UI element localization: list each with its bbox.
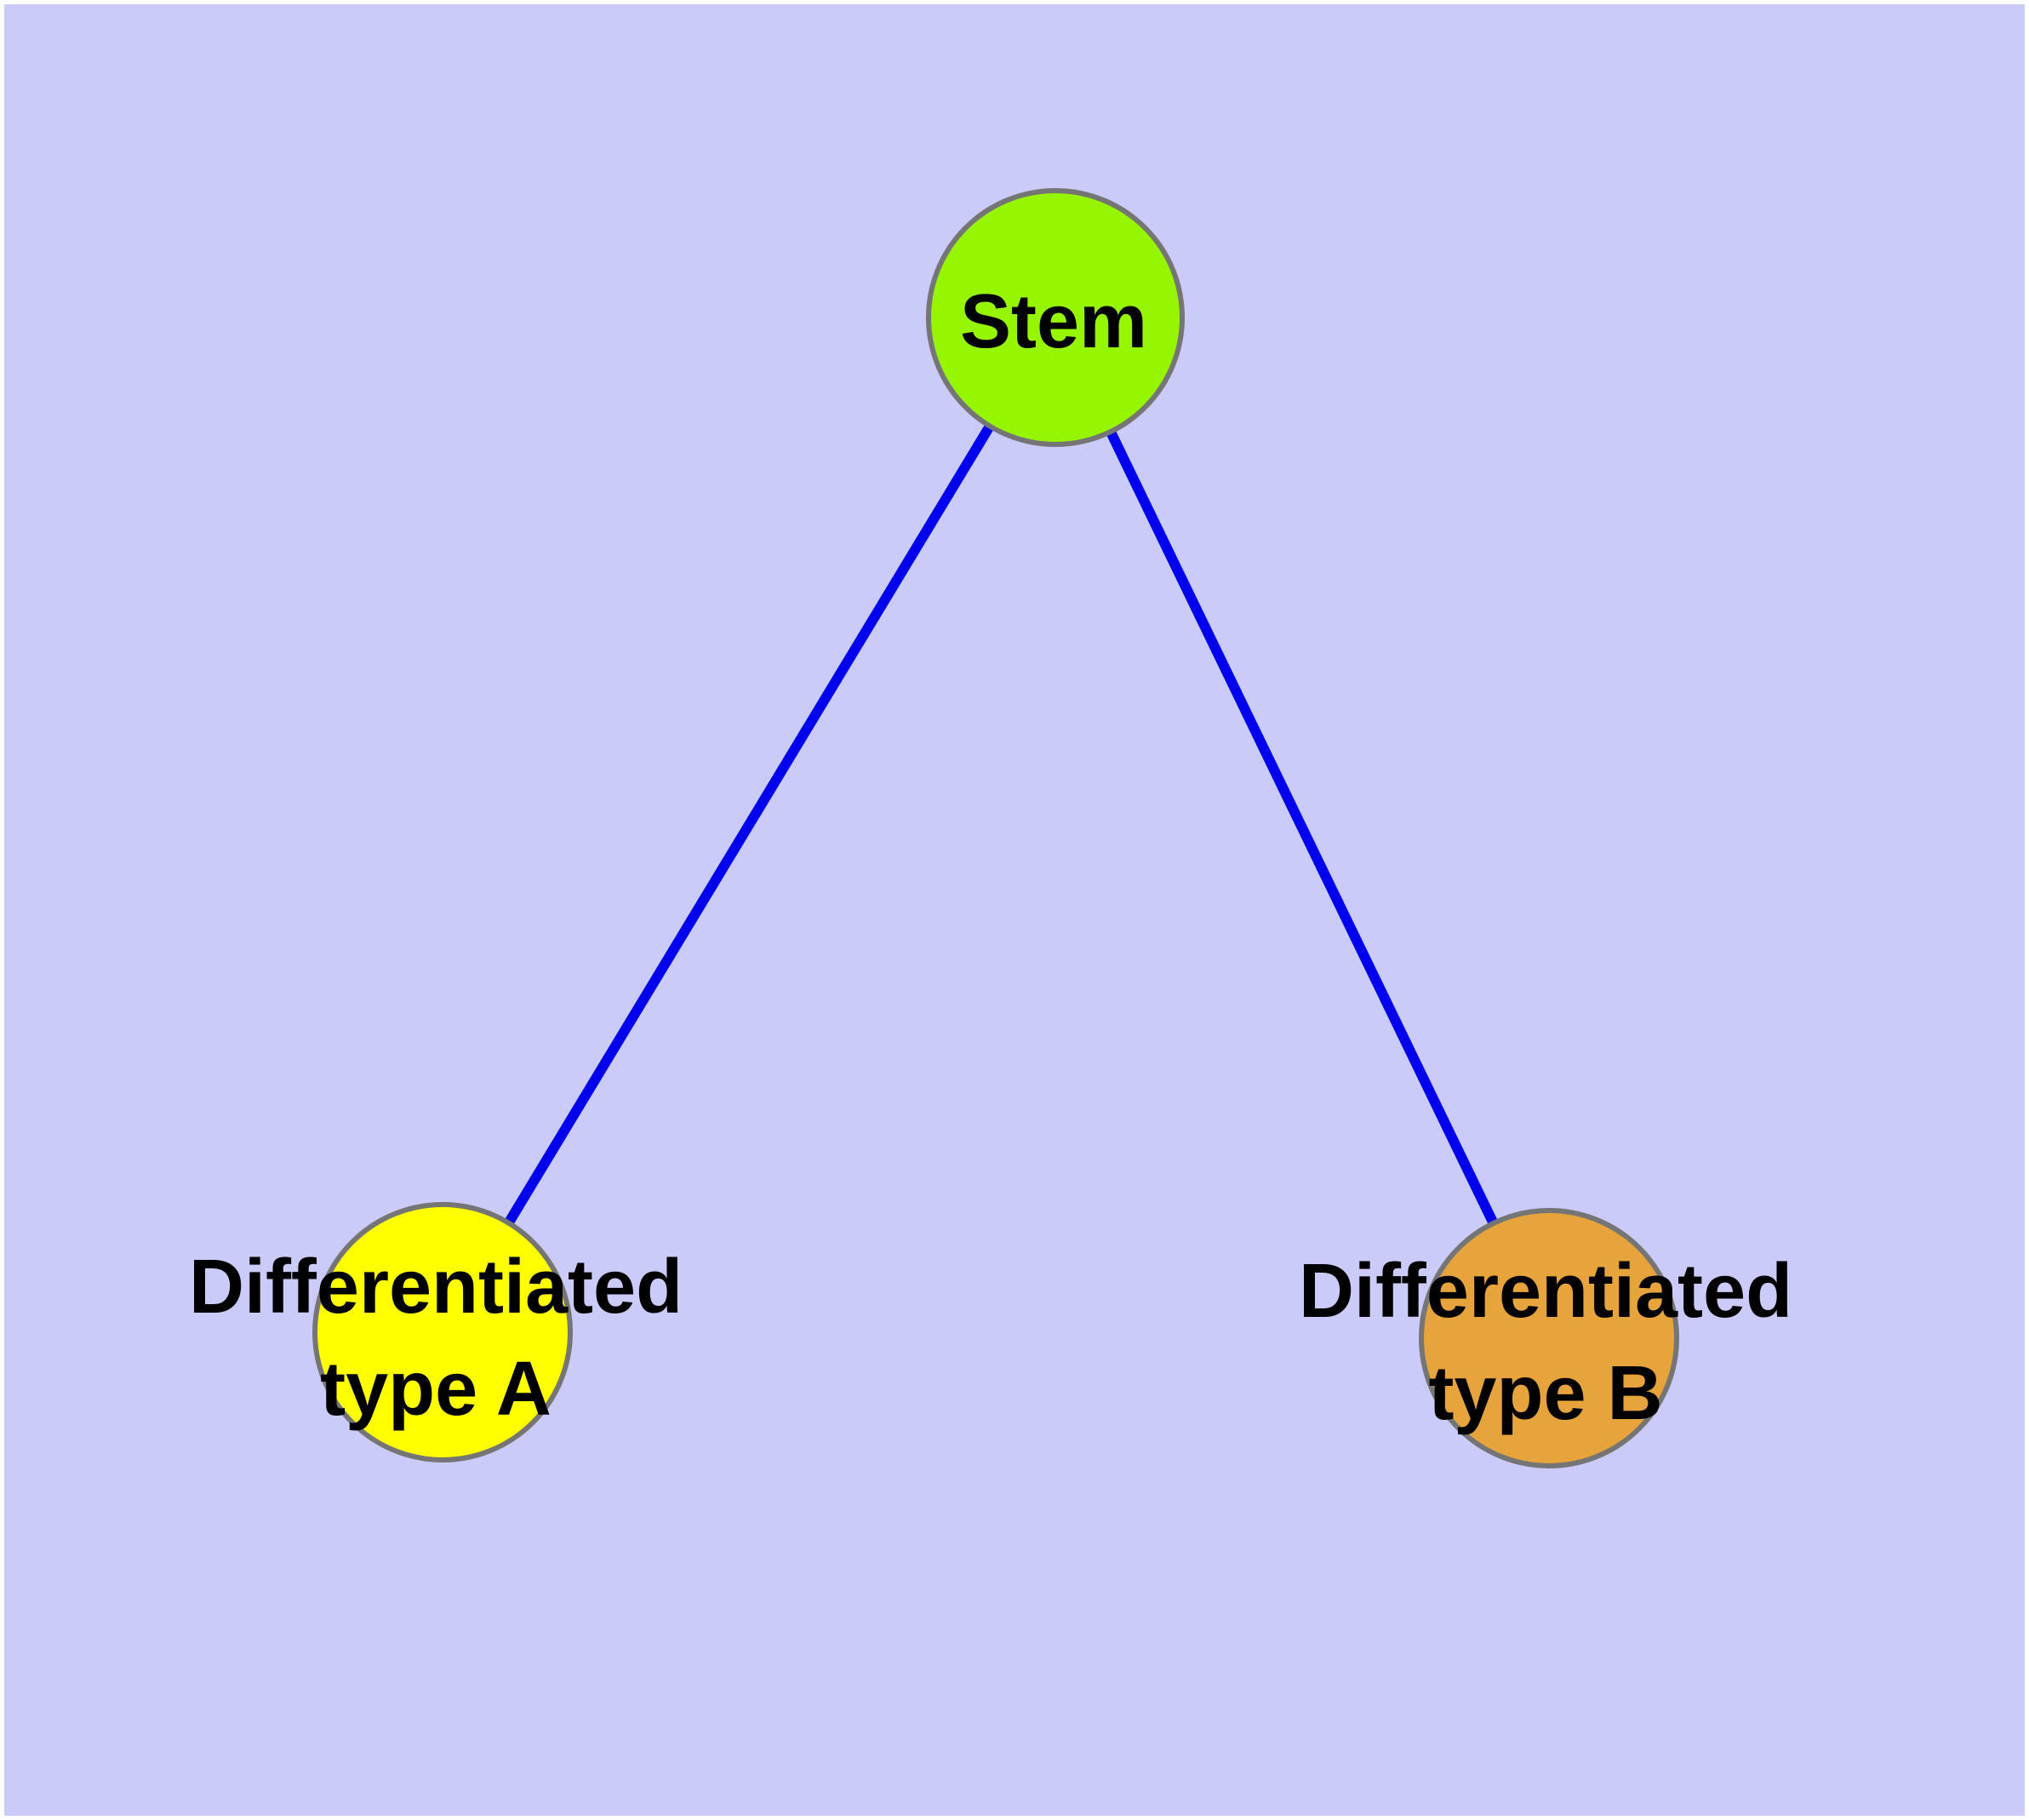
node-label-differentiated-type-b: Differentiated type B (1298, 1249, 1793, 1436)
node-stem (926, 188, 1185, 447)
node-label-stem: Stem (959, 279, 1148, 364)
edge-stem-to-type-b (1050, 315, 1554, 1341)
node-differentiated-type-a (312, 1202, 573, 1462)
node-label-differentiated-type-a: Differentiated type A (188, 1245, 683, 1432)
edge-stem-to-type-a (437, 314, 1060, 1336)
node-differentiated-type-b (1419, 1208, 1679, 1468)
